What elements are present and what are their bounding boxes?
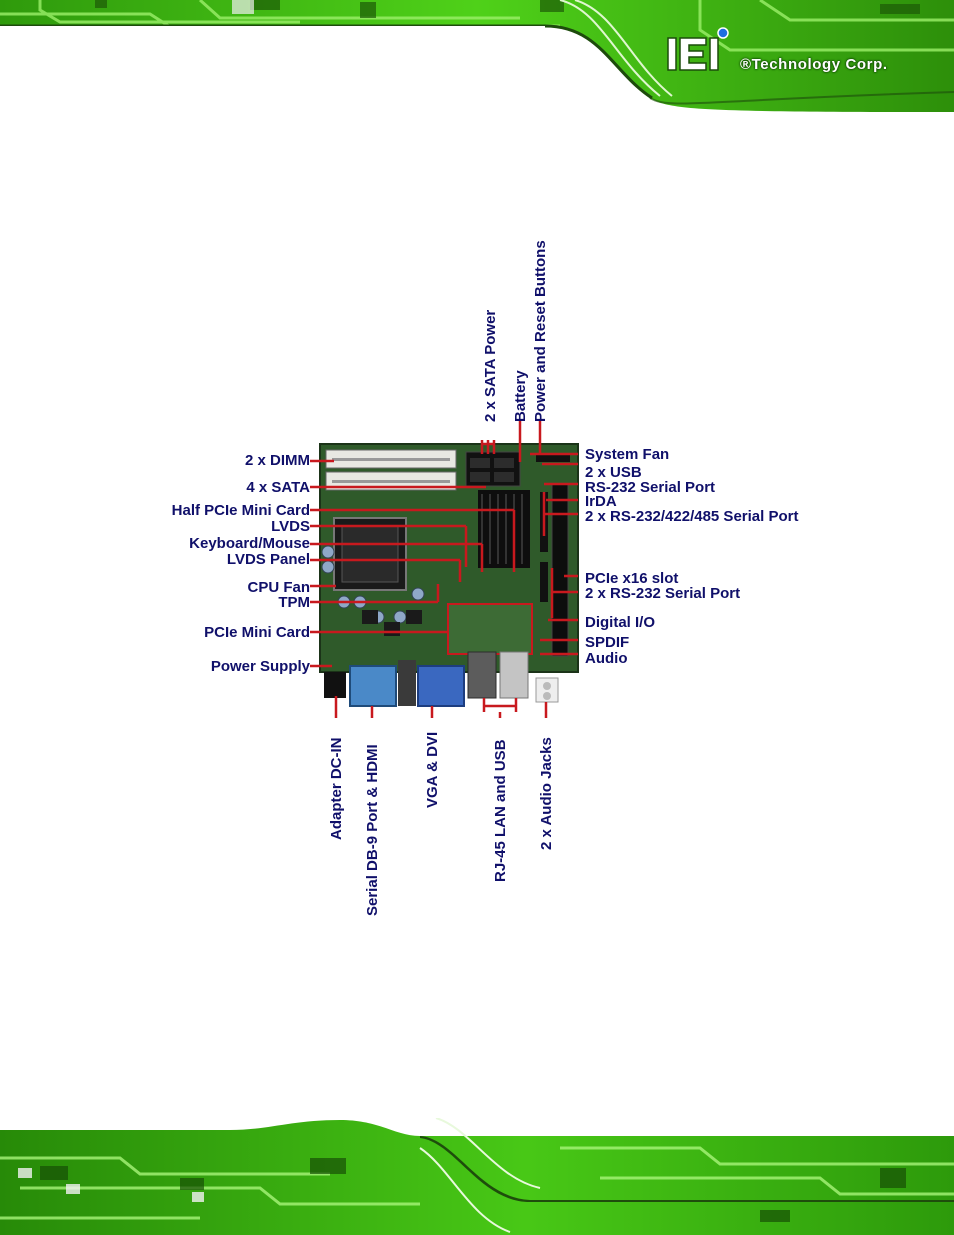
vga-dvi-port: [417, 665, 465, 707]
board-layout-figure: 2 x DIMM 4 x SATA Half PCIe Mini Card LV…: [148, 222, 820, 918]
label-digital-io: Digital I/O: [585, 614, 656, 631]
logo-trademark-text: ®Technology Corp.: [740, 56, 888, 73]
label-adapter-dc-in: Adapter DC-IN: [328, 737, 345, 840]
label-cpu-fan: CPU Fan: [247, 579, 310, 596]
label-battery: Battery: [512, 370, 529, 422]
label-serial-db9-hdmi: Serial DB-9 Port & HDMI: [364, 744, 381, 916]
motherboard-photo: [319, 443, 579, 707]
label-keyboard-mouse: Keyboard/Mouse: [189, 535, 310, 552]
label-spdif: SPDIF: [585, 634, 630, 651]
dc-jack: [324, 672, 346, 698]
label-half-pcie-mini-card: Half PCIe Mini Card: [171, 502, 310, 519]
callout-lines: [310, 420, 578, 718]
label-lvds-panel: LVDS Panel: [226, 551, 310, 568]
label-rs232-serial-port: RS-232 Serial Port: [585, 479, 716, 496]
label-power-reset-buttons: Power and Reset Buttons: [532, 240, 549, 422]
label-power-supply: Power Supply: [210, 658, 310, 675]
label-rj45-lan-usb: RJ-45 LAN and USB: [492, 739, 509, 882]
iei-logo-icon: [667, 27, 729, 71]
lan-usb-1: [467, 651, 497, 699]
label-irda: IrDA: [585, 493, 617, 510]
label-pcie-mini-card: PCIe Mini Card: [204, 624, 310, 641]
circuit-board-footer-graphic: [0, 1118, 954, 1235]
label-system-fan: System Fan: [585, 446, 670, 463]
bottom-banner: [0, 1118, 954, 1235]
label-usb: 2 x USB: [585, 464, 642, 481]
label-audio: Audio: [585, 650, 628, 667]
label-rs232-422-485-serial-port: 2 x RS-232/422/485 Serial Port: [585, 508, 799, 525]
label-vga-dvi: VGA & DVI: [424, 731, 441, 808]
label-sata-power: 2 x SATA Power: [482, 309, 499, 422]
label-tpm: TPM: [278, 594, 310, 611]
label-pcie-x16-slot: PCIe x16 slot: [585, 570, 679, 587]
label-lvds: LVDS: [271, 518, 310, 535]
company-logo: ®Technology Corp.: [666, 22, 926, 82]
label-dimm: 2 x DIMM: [244, 452, 310, 469]
lan-usb-2: [499, 651, 529, 699]
label-audio-jacks: 2 x Audio Jacks: [538, 737, 555, 850]
label-2x-rs232-serial-port: 2 x RS-232 Serial Port: [585, 585, 741, 602]
circuit-board-header-graphic: [0, 0, 954, 112]
label-sata: 4 x SATA: [246, 479, 310, 496]
top-banner: ®Technology Corp.: [0, 0, 954, 112]
